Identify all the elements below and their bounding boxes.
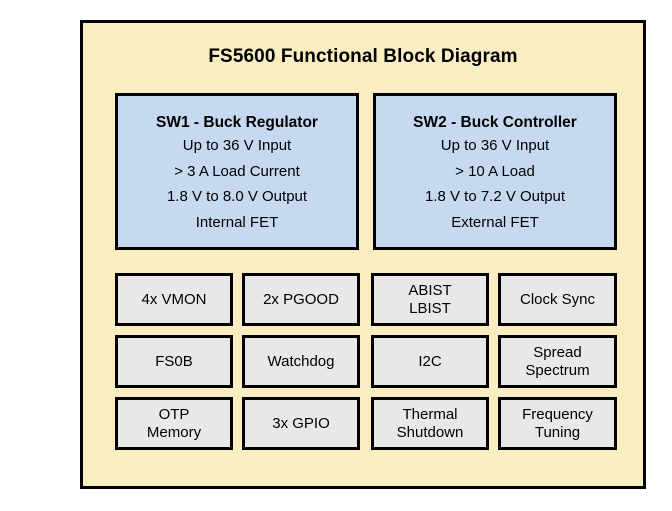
sw2-buck-controller-block: SW2 - Buck Controller Up to 36 V Input >… [373,93,617,250]
feature-block-clock-sync: Clock Sync [498,273,617,326]
feature-label: 4x VMON [141,290,207,308]
feature-label-2: Memory [146,423,202,441]
sw2-spec-line-2: > 10 A Load [455,162,535,180]
sw1-spec-line-3: 1.8 V to 8.0 V Output [166,188,308,206]
feature-block-i2c: I2C [371,335,489,388]
feature-block-abist-lbist: ABIST LBIST [371,273,489,326]
feature-block-frequency-tuning: Frequency Tuning [498,397,617,450]
feature-block-vmon: 4x VMON [115,273,233,326]
feature-block-gpio: 3x GPIO [242,397,360,450]
feature-block-thermal-shutdown: Thermal Shutdown [371,397,489,450]
feature-block-pgood: 2x PGOOD [242,273,360,326]
sw1-buck-regulator-block: SW1 - Buck Regulator Up to 36 V Input > … [115,93,359,250]
feature-label: Thermal [402,406,458,424]
sw2-spec-line-3: 1.8 V to 7.2 V Output [424,188,566,206]
feature-label: Clock Sync [519,290,596,308]
feature-label-2: LBIST [409,299,451,317]
feature-label: 2x PGOOD [263,290,339,308]
feature-label: 3x GPIO [272,414,330,432]
sw1-spec-line-2: > 3 A Load Current [174,162,300,180]
feature-label: I2C [418,352,442,370]
sw2-spec-line-4: External FET [451,213,539,231]
page-title: FS5600 Functional Block Diagram [208,46,518,67]
feature-label-2: Shutdown [396,423,464,441]
feature-label: ABIST [408,282,452,300]
feature-label: OTP [158,406,190,424]
feature-block-otp-memory: OTP Memory [115,397,233,450]
feature-label-2: Tuning [534,423,581,441]
feature-label-2: Spectrum [525,361,590,379]
sw1-spec-line-1: Up to 36 V Input [182,137,292,155]
feature-label: Spread [533,344,582,362]
feature-block-spread-spectrum: Spread Spectrum [498,335,617,388]
sw1-heading: SW1 - Buck Regulator [156,113,318,131]
feature-label: FS0B [155,352,193,370]
feature-label: Watchdog [267,352,335,370]
switching-blocks-row: SW1 - Buck Regulator Up to 36 V Input > … [115,93,617,250]
sw2-heading: SW2 - Buck Controller [413,113,577,131]
feature-block-watchdog: Watchdog [242,335,360,388]
diagram-panel: FS5600 Functional Block Diagram SW1 - Bu… [80,20,646,489]
feature-label: Frequency [522,406,593,424]
sw2-spec-line-1: Up to 36 V Input [440,137,550,155]
feature-block-fs0b: FS0B [115,335,233,388]
sw1-spec-line-4: Internal FET [195,213,279,231]
feature-blocks-grid: 4x VMON 2x PGOOD ABIST LBIST Clock Sync … [115,273,617,450]
